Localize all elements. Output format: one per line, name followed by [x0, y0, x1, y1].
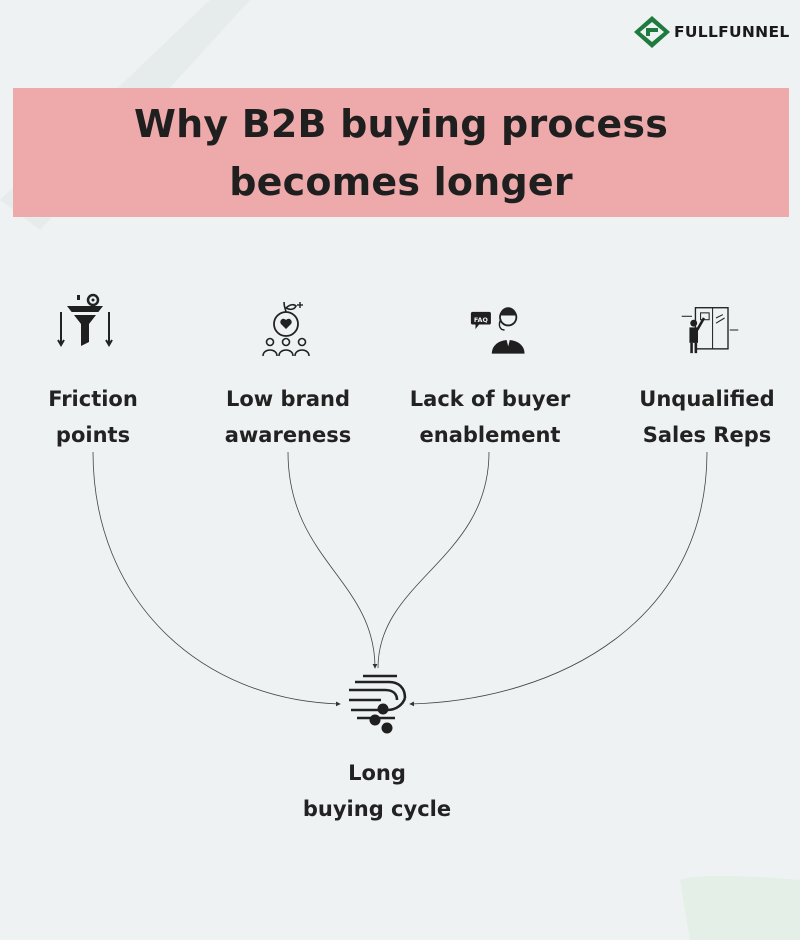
result-long-buying-cycle: Long buying cycle: [302, 761, 452, 821]
fullfunnel-logo-icon: [634, 16, 670, 48]
presenter-board-icon: [681, 307, 739, 354]
funnel-gear-icon: [57, 293, 113, 347]
page-title: Why B2B buying process becomes longer: [133, 101, 669, 204]
connector-friction: [92, 451, 341, 707]
cause-lack-of-buyer-enablement: Lack of buyer enablement: [409, 387, 571, 447]
cause-low-brand-awareness: Low brand awareness: [224, 387, 352, 447]
brand-name: FULLFUNNEL: [674, 23, 790, 41]
faq-support-person-icon: FAQ: [470, 307, 525, 354]
connector-brand: [287, 451, 378, 669]
title-banner: Why B2B buying process becomes longer: [13, 88, 789, 217]
cause-friction-points: Friction points: [48, 387, 138, 447]
buying-cycle-icon: [349, 674, 407, 734]
cause-unqualified-sales-reps: Unqualified Sales Reps: [639, 387, 775, 447]
svg-text:FAQ: FAQ: [474, 317, 489, 324]
connector-enablement: [377, 451, 490, 669]
globe-heart-people-icon: [262, 301, 310, 357]
brand-logo: FULLFUNNEL: [632, 14, 790, 50]
connector-sales: [409, 451, 708, 707]
